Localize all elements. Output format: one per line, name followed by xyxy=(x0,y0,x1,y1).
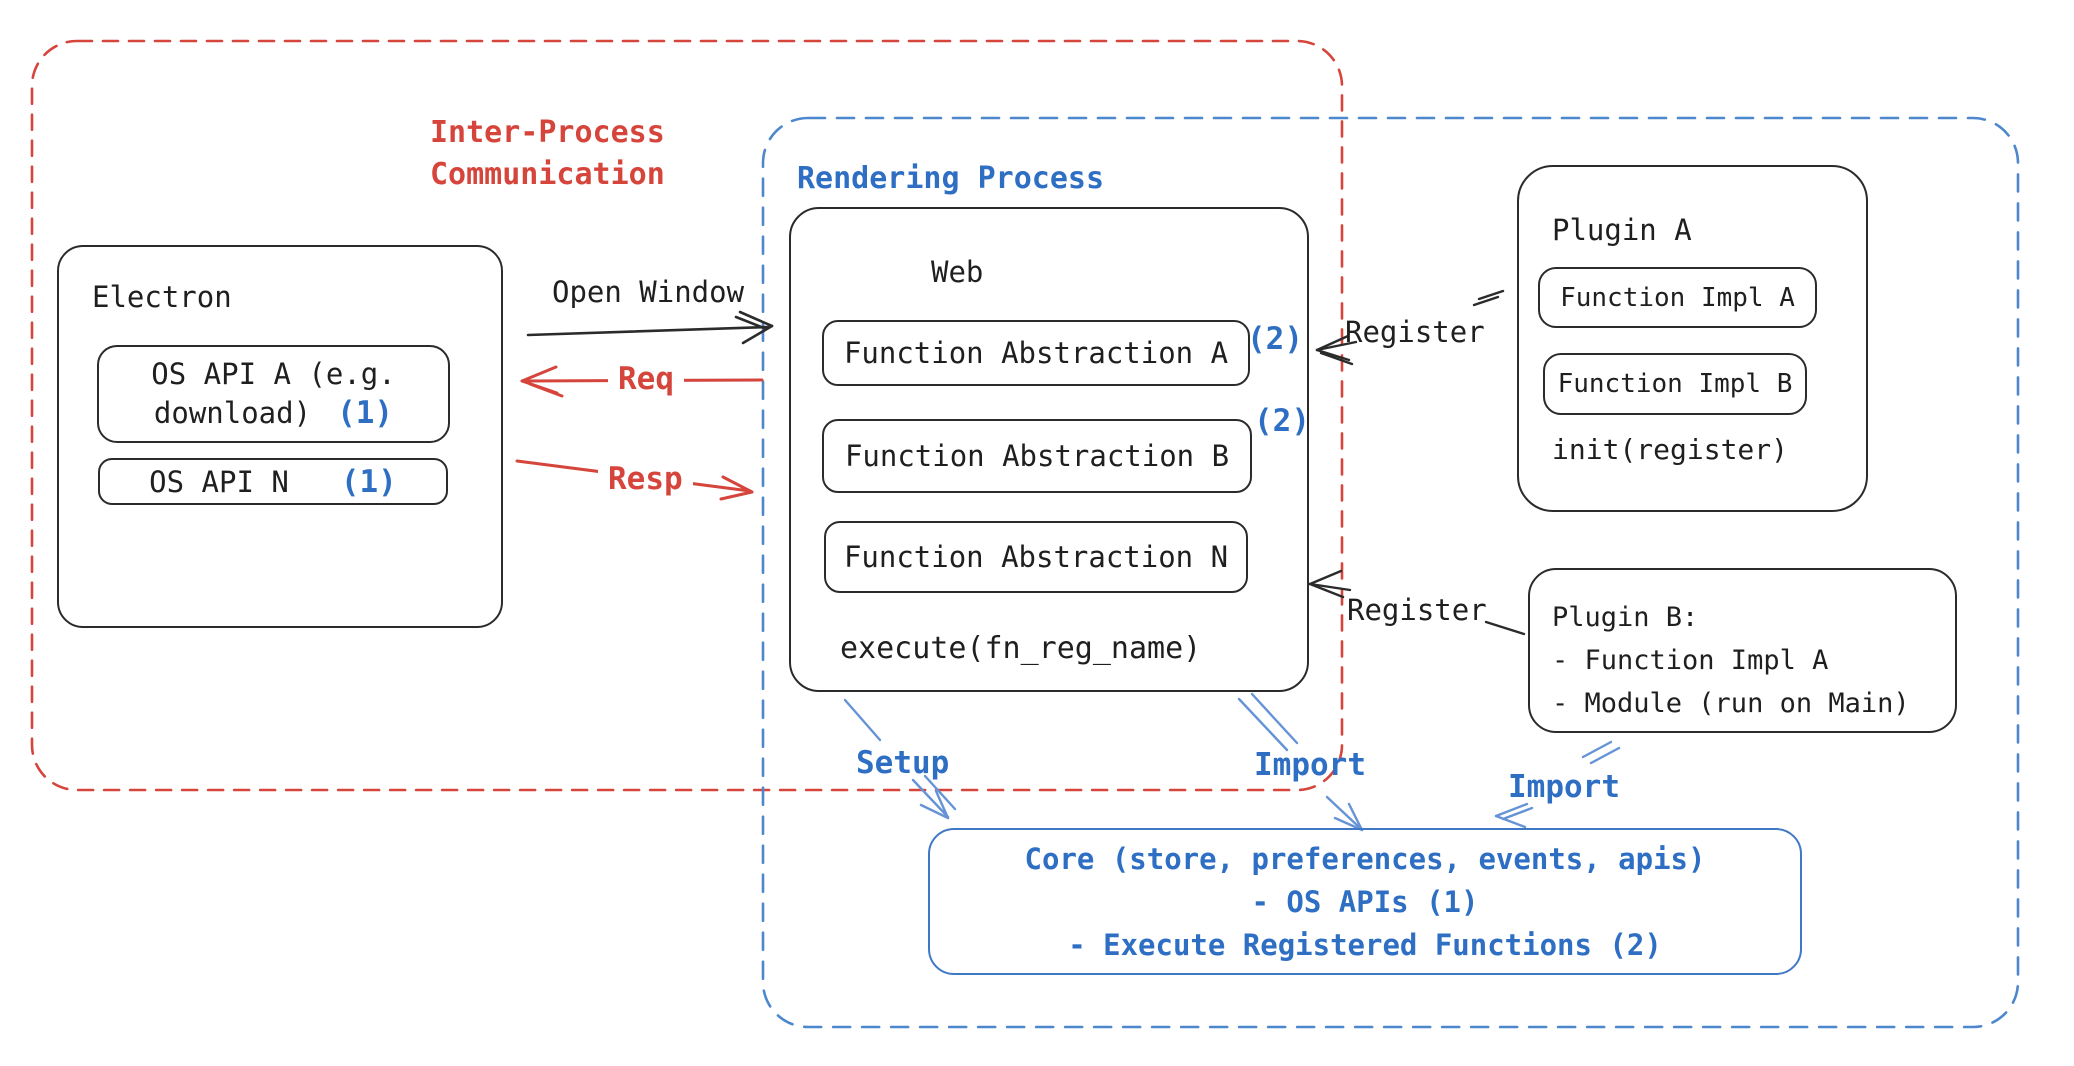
function-abstraction-n-box: Function Abstraction N xyxy=(824,521,1248,593)
rendering-process-dashed-boundary xyxy=(761,116,2020,1029)
os-api-n-badge: (1) xyxy=(340,463,397,500)
import-arrow-right xyxy=(1494,740,1621,829)
os-api-a-line2: download) xyxy=(153,396,312,430)
os-api-n-label: OS API N xyxy=(149,464,289,499)
register-top-arrow xyxy=(1315,289,1505,366)
open-window-label: Open Window xyxy=(552,275,745,309)
setup-arrow xyxy=(843,698,957,820)
os-api-n-box: OS API N (1) xyxy=(98,458,448,505)
web-box xyxy=(789,207,1309,692)
core-execute-line: - Execute Registered Functions (2) xyxy=(1068,927,1662,962)
function-abstraction-a-box: Function Abstraction A xyxy=(822,320,1250,386)
req-label: Req xyxy=(608,361,684,398)
function-abstraction-n-label: Function Abstraction N xyxy=(843,540,1229,574)
register-top-label: Register xyxy=(1345,315,1485,349)
execute-call-label: execute(fn_reg_name) xyxy=(840,631,1202,666)
core-box: Core (store, preferences, events, apis) … xyxy=(928,828,1802,975)
function-abstraction-b-box: Function Abstraction B xyxy=(822,419,1252,493)
function-abstraction-a-label: Function Abstraction A xyxy=(843,336,1229,370)
os-api-a-line1: OS API A (e.g. xyxy=(151,357,396,391)
os-api-a-badge: (1) xyxy=(337,395,394,431)
import-label-right: Import xyxy=(1508,769,1620,805)
import-label-left: Import xyxy=(1254,747,1366,783)
plugin-b-box: Plugin B: - Function Impl A - Module (ru… xyxy=(1528,568,1957,733)
plugin-a-impl-b-box: Function Impl B xyxy=(1543,353,1807,415)
plugin-b-item-function-impl-a: - Function Impl A xyxy=(1552,645,1829,676)
electron-title: Electron xyxy=(92,280,232,314)
plugin-a-impl-b-label: Function Impl B xyxy=(1557,369,1793,399)
plugin-a-init-label: init(register) xyxy=(1552,433,1789,466)
function-abstraction-b-label: Function Abstraction B xyxy=(844,439,1230,473)
open-window-arrow xyxy=(526,310,774,345)
setup-label: Setup xyxy=(856,745,950,781)
electron-box xyxy=(57,245,503,628)
plugin-b-title: Plugin B: xyxy=(1552,602,1699,633)
register-bottom-label: Register xyxy=(1347,593,1487,627)
plugin-a-box xyxy=(1517,165,1868,512)
ipc-dashed-boundary xyxy=(30,39,1344,792)
core-os-apis-line: - OS APIs (1) xyxy=(1251,884,1479,919)
web-title: Web xyxy=(931,255,984,289)
core-title-line: Core (store, preferences, events, apis) xyxy=(1024,841,1706,876)
function-abstraction-b-badge: (2) xyxy=(1254,403,1310,439)
resp-label: Resp xyxy=(598,461,693,498)
function-abstraction-a-badge: (2) xyxy=(1247,321,1303,357)
plugin-b-item-module: - Module (run on Main) xyxy=(1552,688,1910,719)
os-api-a-box: OS API A (e.g. download) (1) xyxy=(97,345,450,443)
import-arrow-left xyxy=(1237,692,1364,832)
rendering-process-title: Rendering Process xyxy=(797,161,1105,196)
register-bottom-arrow xyxy=(1308,569,1526,636)
plugin-a-impl-a-label: Function Impl A xyxy=(1560,282,1795,313)
plugin-a-title: Plugin A xyxy=(1552,213,1692,247)
plugin-a-impl-a-box: Function Impl A xyxy=(1538,267,1817,328)
